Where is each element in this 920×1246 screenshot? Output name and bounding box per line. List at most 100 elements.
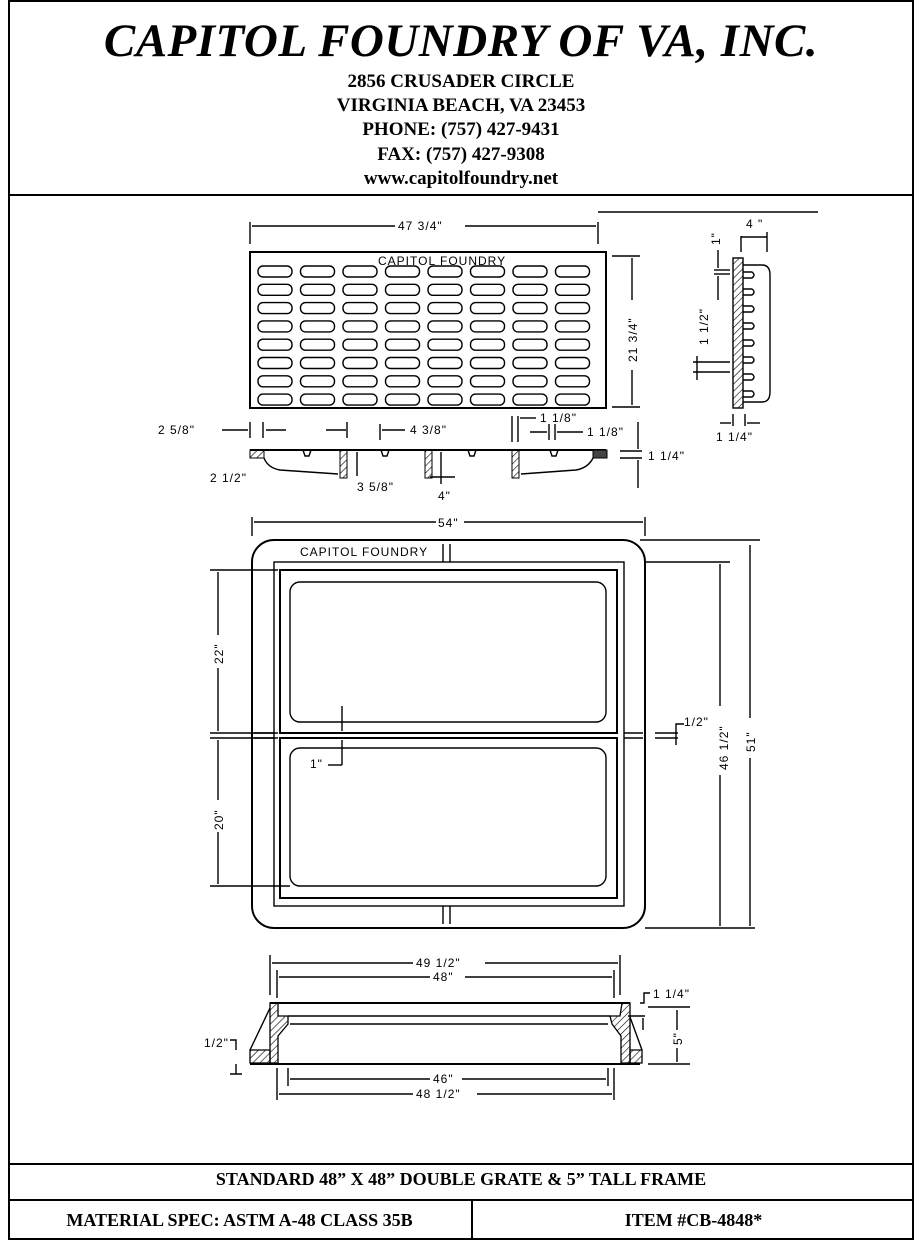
grate-slot	[554, 265, 591, 278]
grate-slot	[512, 375, 548, 388]
header-divider	[8, 194, 914, 196]
grate-slot	[384, 265, 421, 278]
side-top-dim: 1"	[709, 232, 723, 245]
grate-slot	[299, 356, 336, 370]
grate-slot	[554, 356, 591, 370]
grate-bar-tooth	[743, 373, 755, 381]
website: www.capitolfoundry.net	[363, 168, 559, 189]
product-description: STANDARD 48” X 48” DOUBLE GRATE & 5” TAL…	[215, 1169, 707, 1189]
ledge-dim: 1/2"	[684, 715, 709, 729]
grate-slot	[512, 320, 548, 333]
page-border	[8, 0, 914, 1240]
grate-slot	[427, 338, 463, 351]
material-spec: MATERIAL SPEC: ASTM A-48 CLASS 35B	[66, 1210, 413, 1230]
grate-slot	[512, 283, 548, 296]
grate-slot	[384, 393, 421, 406]
grate-height-dim: 21 3/4"	[626, 317, 640, 362]
side-bar-dim: 1 1/4"	[716, 430, 753, 444]
section-depth-dim: 4"	[438, 489, 451, 503]
grate-slot	[257, 265, 293, 278]
inner-height-dim: 46 1/2"	[717, 725, 731, 770]
grate-slot	[342, 265, 378, 278]
grate-slot	[342, 338, 378, 351]
address-line2: VIRGINIA BEACH, VA 23453	[336, 95, 586, 116]
grate-slot	[427, 393, 463, 406]
grate-slot	[299, 375, 336, 388]
grate-slot	[469, 283, 506, 296]
section-bar1-dim: 1 1/8"	[540, 411, 577, 425]
grate-slot	[512, 301, 548, 315]
grate-slot	[342, 393, 378, 406]
frame-height-dim: 5"	[671, 1032, 685, 1045]
grate-slot	[469, 320, 506, 333]
grate-slot	[299, 393, 336, 406]
grate-slot	[469, 375, 506, 388]
frame-opening-dim: 46"	[433, 1072, 454, 1086]
grate-slot	[469, 393, 506, 406]
grate-slot	[427, 265, 463, 278]
grate-slot	[257, 283, 293, 296]
grate-slot	[257, 320, 293, 333]
frame-top-dim: 48"	[433, 970, 454, 984]
grate-slot	[512, 393, 548, 406]
outer-height-dim: 51"	[744, 731, 758, 752]
grate-slot	[554, 338, 591, 351]
grate-slot	[299, 283, 336, 296]
frame-ledge-dim: 1 1/4"	[653, 987, 690, 1001]
grate-slot	[554, 283, 591, 296]
grate-slot	[257, 393, 293, 406]
grate-bar-tooth	[743, 339, 755, 347]
grate-bar-tooth	[743, 390, 755, 398]
footer-divider-vertical	[471, 1199, 473, 1240]
frame-brand-label: CAPITOL FOUNDRY	[300, 545, 428, 559]
section-lip-dim: 2 1/2"	[210, 471, 247, 485]
grate-slot	[554, 320, 591, 333]
grate-slot	[257, 338, 293, 351]
grate-slot	[427, 375, 463, 388]
frame-outer-dim: 49 1/2"	[416, 956, 461, 970]
footer-divider-top	[8, 1163, 914, 1165]
grate-slot	[342, 301, 378, 315]
grate-slot	[427, 301, 463, 315]
grate-slot	[384, 301, 421, 315]
grate-slot	[384, 356, 421, 370]
frame-bottom-dim: 48 1/2"	[416, 1087, 461, 1101]
frame-flange-dim: 1/2"	[204, 1036, 229, 1050]
section-edge-dim: 2 5/8"	[158, 423, 195, 437]
section-bar2-dim: 1 1/8"	[587, 425, 624, 439]
grate-slot	[257, 356, 293, 370]
footer-divider-mid	[8, 1199, 914, 1201]
section-inner-dim: 3 5/8"	[357, 480, 394, 494]
grate-slot	[384, 320, 421, 333]
gap-dim: 1"	[310, 757, 323, 771]
grate-slot	[299, 301, 336, 315]
frame-top-view: CAPITOL FOUNDRY 54" 22" 20" 1" 1/2" 46 1…	[210, 516, 760, 929]
grate-slot	[299, 320, 336, 333]
grate-slot	[342, 320, 378, 333]
grate-slot	[384, 375, 421, 388]
grate-slot	[469, 301, 506, 315]
grate-slot	[554, 393, 591, 406]
opening2-dim: 20"	[212, 809, 226, 830]
section-spacing-dim: 4 3/8"	[410, 423, 447, 437]
grate-slot	[512, 356, 548, 370]
grate-slot	[384, 338, 421, 351]
grate-slot	[257, 375, 293, 388]
grate-slot	[554, 301, 591, 315]
grate-section-view: 2 5/8" 4 3/8" 1 1/8" 1 1/8" 1 1/4" 2 1/2…	[158, 411, 684, 503]
phone: PHONE: (757) 427-9431	[362, 119, 560, 140]
grate-bar-tooth	[743, 305, 755, 313]
grate-bar-tooth	[743, 356, 755, 364]
address-line1: 2856 CRUSADER CIRCLE	[347, 71, 575, 92]
grate-bar-tooth	[743, 271, 755, 279]
grate-slot	[554, 375, 591, 388]
grate-slot	[427, 320, 463, 333]
grate-slot	[342, 356, 378, 370]
grate-brand-label: CAPITOL FOUNDRY	[378, 254, 506, 268]
opening1-dim: 22"	[212, 643, 226, 664]
fax: FAX: (757) 427-9308	[377, 144, 545, 165]
grate-bar-tooth	[743, 288, 755, 296]
grate-slot	[427, 283, 463, 296]
